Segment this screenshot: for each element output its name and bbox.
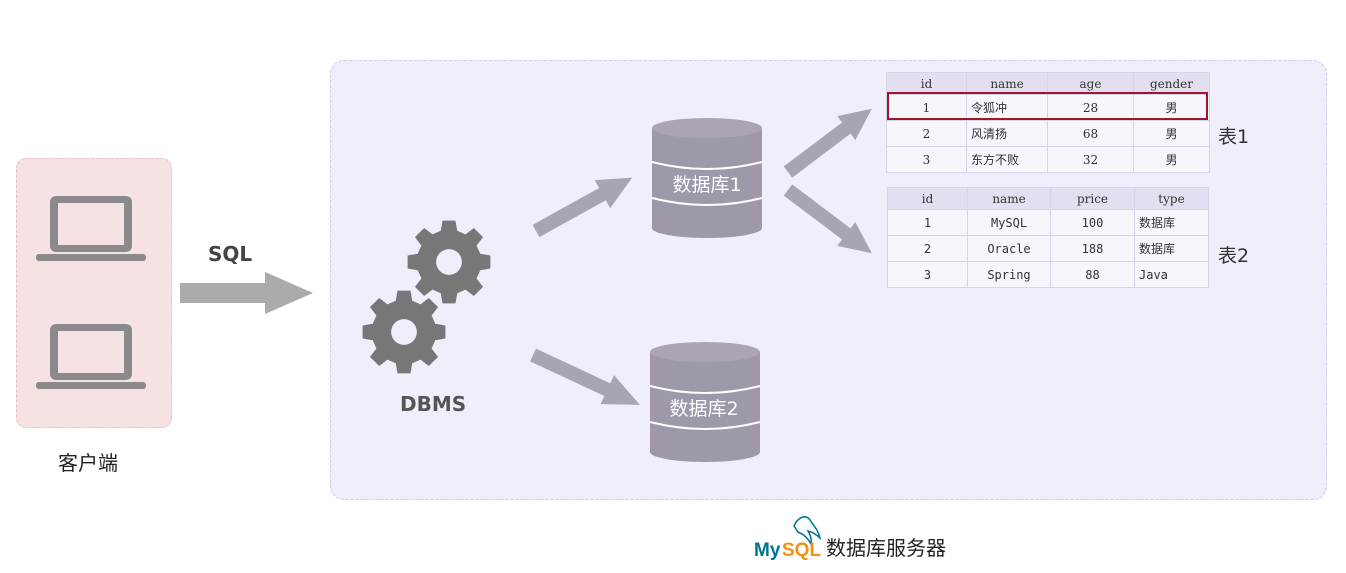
column-header: gender — [1133, 72, 1210, 95]
table-cell: 数据库 — [1134, 209, 1209, 236]
table-cell: 风清扬 — [966, 120, 1048, 147]
sql-label: SQL — [208, 242, 253, 266]
database-2-label: 数据库2 — [669, 398, 739, 420]
table-row: 1 令狐冲 28 男 — [886, 94, 1210, 121]
table-cell: 3 — [886, 146, 967, 173]
table-cell: 100 — [1050, 209, 1135, 236]
database-1-label: 数据库1 — [672, 174, 742, 196]
gear-icon — [407, 220, 491, 304]
table-header-row: id name price type — [887, 187, 1209, 210]
column-header: id — [886, 72, 967, 95]
table-row: 3 Spring 88 Java — [887, 261, 1209, 288]
column-header: name — [966, 72, 1048, 95]
svg-text:My: My — [754, 540, 781, 560]
column-header: name — [967, 187, 1051, 210]
table-cell: 男 — [1133, 120, 1210, 147]
sql-arrow — [180, 272, 313, 314]
table-cell: 68 — [1047, 120, 1134, 147]
column-header: type — [1134, 187, 1209, 210]
table-cell: Oracle — [967, 235, 1051, 262]
table-cell: 3 — [887, 261, 968, 288]
table-row: 3 东方不败 32 男 — [886, 146, 1210, 173]
table-cell: 28 — [1047, 94, 1134, 121]
dbms-label: DBMS — [400, 392, 467, 416]
table-1-label: 表1 — [1218, 126, 1250, 148]
table-2-label: 表2 — [1218, 245, 1250, 267]
svg-text:SQL: SQL — [782, 540, 821, 560]
column-header: age — [1047, 72, 1134, 95]
table-header-row: id name age gender — [886, 72, 1210, 95]
arrow-to-table1 — [783, 108, 872, 178]
table-cell: 男 — [1133, 146, 1210, 173]
table-cell: 1 — [886, 94, 967, 121]
laptop-icon — [36, 324, 146, 389]
client-label: 客户端 — [58, 451, 118, 475]
arrow-to-db1 — [532, 177, 633, 238]
gear-icon — [362, 290, 446, 374]
table-cell: 数据库 — [1134, 235, 1209, 262]
laptop-icon — [36, 196, 146, 261]
table-cell: Spring — [967, 261, 1051, 288]
table-cell: 88 — [1050, 261, 1135, 288]
table-cell: 2 — [887, 235, 968, 262]
database-server-label: 数据库服务器 — [826, 536, 946, 560]
table-cell: 男 — [1133, 94, 1210, 121]
table-1: id name age gender 1 令狐冲 28 男 2 风清扬 68 男… — [886, 72, 1210, 173]
table-cell: 188 — [1050, 235, 1135, 262]
table-row: 2 风清扬 68 男 — [886, 120, 1210, 147]
table-2: id name price type 1 MySQL 100 数据库 2 Ora… — [887, 187, 1209, 288]
table-row: 2 Oracle 188 数据库 — [887, 235, 1209, 262]
table-cell: 令狐冲 — [966, 94, 1048, 121]
column-header: price — [1050, 187, 1135, 210]
table-row: 1 MySQL 100 数据库 — [887, 209, 1209, 236]
table-cell: 32 — [1047, 146, 1134, 173]
arrow-to-db2 — [530, 348, 640, 405]
arrow-to-table2 — [783, 184, 872, 254]
highlighted-row-outline — [887, 92, 1208, 120]
table-cell: MySQL — [967, 209, 1051, 236]
table-cell: 2 — [886, 120, 967, 147]
table-cell: 1 — [887, 209, 968, 236]
mysql-logo-icon: My SQL — [754, 516, 821, 560]
column-header: id — [887, 187, 968, 210]
table-cell: 东方不败 — [966, 146, 1048, 173]
table-cell: Java — [1134, 261, 1209, 288]
